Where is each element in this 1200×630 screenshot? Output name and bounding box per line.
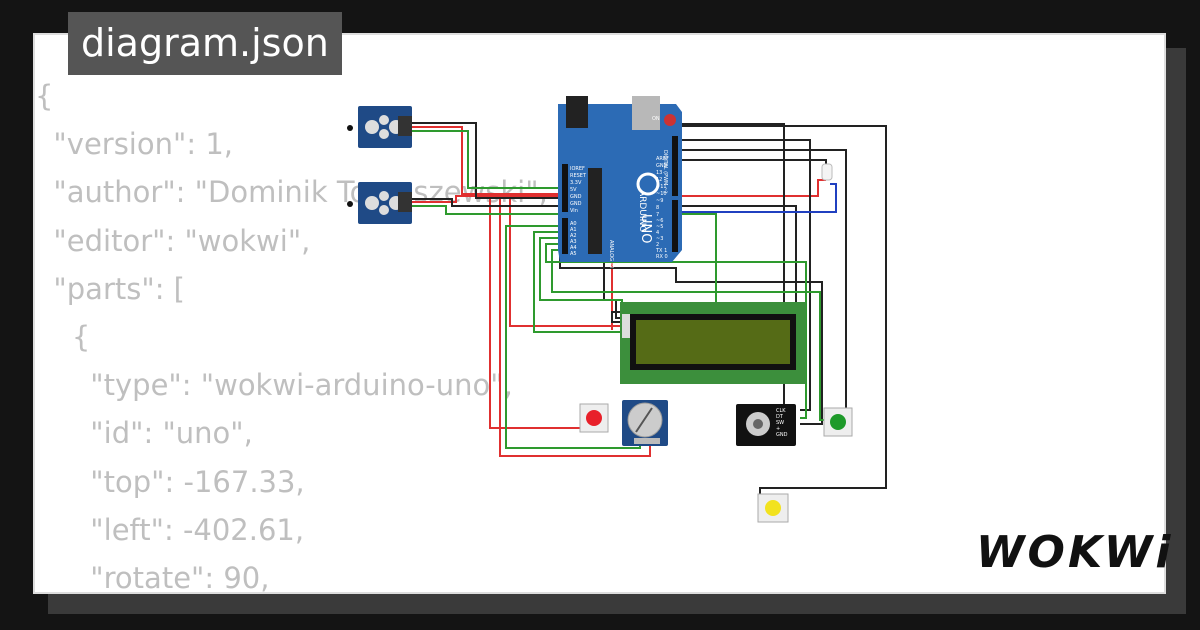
pin-label-9: ~9 xyxy=(656,198,663,204)
pushbutton-red xyxy=(579,403,609,433)
code-line: "editor": "wokwi", xyxy=(35,223,311,258)
arduino-uno-board: ARDUINO UNO IOREF RESET 3.3V 5V GND GND … xyxy=(558,96,682,268)
pin-label-11: ~11 xyxy=(656,184,667,190)
pushbutton-green xyxy=(823,407,853,437)
wire-green xyxy=(676,213,717,326)
code-line: "parts": [ xyxy=(35,271,185,306)
wire-black xyxy=(410,122,566,199)
code-line: "rotate": 90, xyxy=(35,560,270,595)
pin-label-a2: A2 xyxy=(570,233,577,239)
pin-label-a0: A0 xyxy=(570,221,577,227)
pin-label-8: 8 xyxy=(656,205,659,211)
pin-label-3: ~3 xyxy=(656,236,663,242)
wire-red xyxy=(410,126,566,195)
wokwi-logo: WOKWi xyxy=(976,527,1174,578)
wire-red xyxy=(412,195,622,327)
sensor-module-1 xyxy=(347,106,412,148)
pin-label-gnd: GND xyxy=(570,194,582,200)
on-led-label: ON xyxy=(652,116,660,122)
pin-label-13: 13 xyxy=(656,170,662,176)
pin-label-2: 2 xyxy=(656,242,659,248)
board-name-label: UNO xyxy=(638,214,653,243)
lcd-16x2 xyxy=(620,302,806,384)
code-line: "type": "wokwi-arduino-uno", xyxy=(35,368,513,403)
pin-label-6: ~6 xyxy=(656,218,663,224)
json-code-block: { "version": 1, "author": "Dominik Tomas… xyxy=(35,72,548,602)
pin-label-3v3: 3.3V xyxy=(570,180,582,186)
wire-red xyxy=(489,195,585,429)
pin-label-10: ~10 xyxy=(656,191,667,197)
pin-label-gnd: GND xyxy=(570,201,582,207)
pin-label-12: 12 xyxy=(656,177,662,183)
pin-label-7: 7 xyxy=(656,212,659,218)
pin-label-4: 4 xyxy=(656,230,659,236)
wire-black xyxy=(676,149,847,410)
pin-label-gnd: GND xyxy=(656,163,668,169)
wire-black xyxy=(676,125,887,500)
encoder-pin-gnd: GND xyxy=(776,432,788,438)
pin-label-5v: 5V xyxy=(570,187,577,193)
pushbutton-yellow xyxy=(757,493,789,523)
code-line: { xyxy=(35,79,54,113)
pin-label-a5: A5 xyxy=(570,251,577,257)
pin-label-5: ~5 xyxy=(656,224,663,230)
pin-label-a4: A4 xyxy=(570,245,577,251)
rotary-encoder: CLK DT SW + GND xyxy=(736,404,796,446)
encoder-pin-plus: + xyxy=(776,426,780,432)
pin-label-a1: A1 xyxy=(570,227,577,233)
pin-label-vin: Vin xyxy=(570,208,578,214)
wires xyxy=(410,122,887,500)
digital-label: DIGITAL (PWM ~) xyxy=(662,150,668,193)
rgb-led xyxy=(821,163,833,181)
code-line: "id": "uno", xyxy=(35,416,253,451)
wire-green xyxy=(545,243,807,419)
pin-label-aref: AREF xyxy=(656,156,669,162)
encoder-pin-clk: CLK xyxy=(776,408,786,414)
wire-green xyxy=(410,130,566,189)
wire-black xyxy=(412,198,566,207)
pin-label-rx: RX 0 xyxy=(656,254,668,260)
wire-blue xyxy=(676,183,837,213)
wire-red xyxy=(499,196,651,457)
wire-black xyxy=(676,159,827,170)
sensor-module-2 xyxy=(347,182,412,224)
encoder-pin-sw: SW xyxy=(776,420,784,426)
pin-label-ioref: IOREF xyxy=(570,166,585,172)
code-line: "version": 1, xyxy=(35,127,233,162)
code-line: "top": -167.33, xyxy=(35,464,305,499)
pin-label-tx: TX 1 xyxy=(655,248,667,254)
potentiometer xyxy=(622,400,668,446)
wire-black xyxy=(559,250,823,425)
encoder-pin-dt: DT xyxy=(776,414,784,420)
pin-label-reset: RESET xyxy=(570,173,587,179)
wire-green xyxy=(551,249,826,421)
analog-in-label: ANALOG IN xyxy=(608,240,614,268)
wire-green xyxy=(412,205,566,215)
file-title-tag: diagram.json xyxy=(68,12,342,75)
wire-green xyxy=(533,231,622,333)
pin-label-a3: A3 xyxy=(570,239,577,245)
code-line: "left": -402.61, xyxy=(35,512,305,547)
board-brand-label: ARDUINO xyxy=(637,190,647,232)
code-line: { xyxy=(35,319,91,354)
